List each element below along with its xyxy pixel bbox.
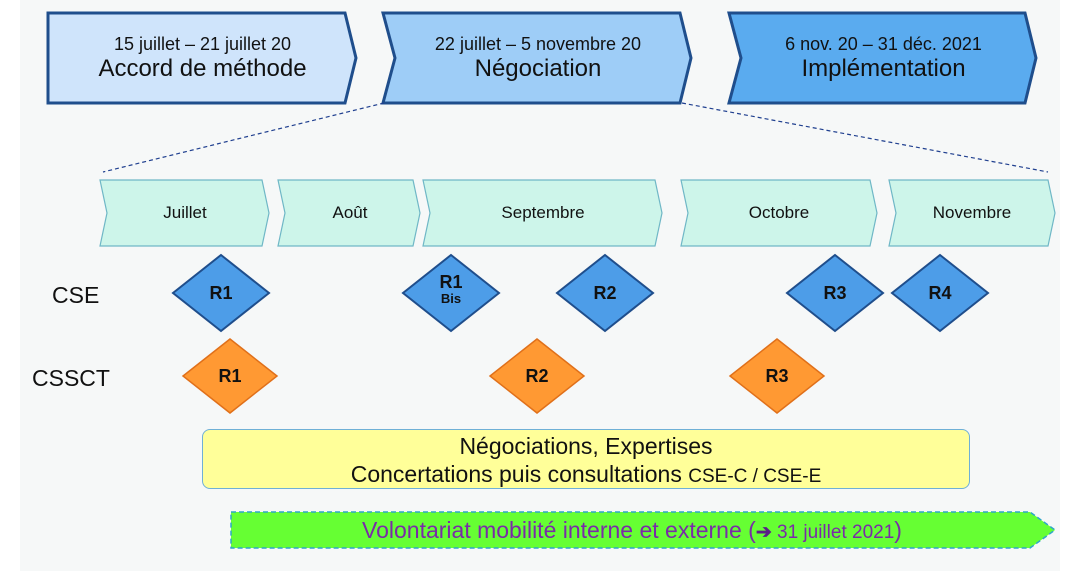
phase-accord-dates: 15 juillet – 21 juillet 20	[113, 34, 292, 54]
phase-negociation-dates: 22 juillet – 5 novembre 20	[434, 34, 642, 54]
phase-chevron-implementation	[727, 11, 1038, 105]
month-label-octobre: Octobre	[748, 203, 810, 222]
cssct-diamond-r2	[488, 338, 586, 414]
cse-diamond-r3	[785, 253, 885, 333]
month-chevron-novembre	[888, 179, 1056, 247]
cse-r2-label: R2	[593, 283, 617, 303]
phase-implementation-dates: 6 nov. 20 – 31 déc. 2021	[785, 34, 982, 54]
cse-diamond-r1-bis	[401, 253, 501, 333]
cssct-diamond-r3	[728, 338, 826, 414]
phase-chevron-accord	[46, 11, 358, 105]
negotiation-line-1: Négociations, Expertises	[459, 433, 713, 459]
cssct-r1-label: R1	[218, 366, 242, 386]
volunteer-bar-shape	[230, 511, 1057, 549]
cssct-r2-label: R2	[525, 366, 549, 386]
volunteer-main: Volontariat mobilité interne et externe …	[362, 517, 756, 543]
negotiation-line-2-bodies: CSE-C / CSE-E	[688, 466, 822, 487]
cse-r1-bis-main: R1	[439, 272, 463, 292]
phase-accord-name: Accord de méthode	[98, 55, 307, 82]
cse-diamond-r4	[890, 253, 990, 333]
phase-negociation: 22 juillet – 5 novembre 20 Négociation	[396, 33, 680, 83]
month-chevron-juillet	[99, 179, 270, 247]
cse-r1-bis-label: R1 Bis	[421, 272, 481, 306]
phase-chevron-negociation	[381, 11, 693, 105]
row-label-cse: CSE	[52, 282, 100, 308]
row-label-cssct: CSSCT	[32, 365, 110, 391]
negotiation-box: Négociations, Expertises Concertations p…	[202, 429, 970, 489]
negotiation-line-2-main: Concertations puis consultations	[350, 461, 689, 487]
cssct-r3-label: R3	[765, 366, 789, 386]
month-chevron-octobre	[680, 179, 878, 247]
month-label-aout: Août	[332, 203, 368, 222]
volunteer-close: )	[894, 517, 902, 543]
phase-implementation-name: Implémentation	[801, 55, 966, 82]
month-chevron-aout	[277, 179, 421, 247]
month-chevron-septembre	[422, 179, 663, 247]
cssct-diamond-r1	[181, 338, 279, 414]
cse-diamond-r1	[171, 253, 271, 333]
phase-implementation: 6 nov. 20 – 31 déc. 2021 Implémentation	[742, 33, 1025, 83]
cse-r1-bis-sub: Bis	[440, 291, 462, 306]
phase-negociation-name: Négociation	[474, 55, 602, 82]
volunteer-bar-text: Volontariat mobilité interne et externe …	[232, 512, 1032, 551]
phase-accord: 15 juillet – 21 juillet 20 Accord de mét…	[60, 33, 345, 83]
right-arrow-icon: ➔	[755, 522, 772, 543]
volunteer-date: 31 juillet 2021	[771, 522, 895, 543]
month-label-juillet: Juillet	[163, 203, 207, 222]
cse-r4-label: R4	[928, 283, 952, 303]
zoom-line-left	[102, 102, 385, 173]
month-label-septembre: Septembre	[501, 203, 585, 222]
cse-r3-label: R3	[823, 283, 847, 303]
zoom-line-right	[681, 102, 1049, 173]
negotiation-line-2: Concertations puis consultations CSE-C /…	[203, 460, 969, 491]
month-label-novembre: Novembre	[932, 203, 1012, 222]
cse-diamond-r2	[555, 253, 655, 333]
cse-r1-label: R1	[209, 283, 233, 303]
